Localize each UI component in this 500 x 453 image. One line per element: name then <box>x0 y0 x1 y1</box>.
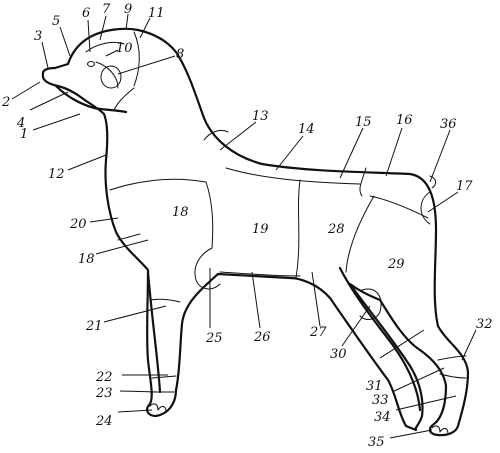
label-15: 15 <box>355 115 372 130</box>
label-14: 14 <box>298 122 315 137</box>
label-2: 2 <box>1 95 10 110</box>
label-28: 28 <box>327 222 345 237</box>
label-32: 32 <box>476 317 493 332</box>
belly-line <box>219 271 301 277</box>
label-23: 23 <box>95 386 113 401</box>
label-13: 13 <box>252 109 269 124</box>
label-5: 5 <box>52 14 60 29</box>
label-25: 25 <box>205 331 223 346</box>
label-34: 34 <box>374 410 391 425</box>
thigh-line <box>369 195 429 219</box>
ear-line <box>85 41 125 53</box>
label-18-chest: 18 <box>78 252 95 267</box>
region-numbers: 1 2 3 4 5 6 7 8 9 10 11 12 13 14 15 16 1… <box>1 2 493 450</box>
label-20: 20 <box>69 217 87 232</box>
label-18-shoulder: 18 <box>172 205 189 220</box>
cheek-line <box>95 61 119 89</box>
rear-paw-toes <box>431 425 449 435</box>
front-leg-outline <box>146 270 162 394</box>
label-12: 12 <box>48 167 65 182</box>
nape-line <box>113 87 135 111</box>
label-31: 31 <box>366 379 383 394</box>
label-16: 16 <box>396 113 413 128</box>
label-6: 6 <box>82 6 90 21</box>
label-19: 19 <box>252 222 269 237</box>
hip-circle <box>420 191 431 225</box>
label-27: 27 <box>309 325 327 340</box>
label-29: 29 <box>387 257 405 272</box>
label-9: 9 <box>124 2 132 17</box>
front-paw-toes <box>149 403 167 413</box>
label-3: 3 <box>34 29 42 44</box>
label-8: 8 <box>176 47 184 62</box>
label-1: 1 <box>20 127 28 142</box>
rear-pastern-line <box>439 373 467 379</box>
loin-line <box>359 167 367 197</box>
tail-tip <box>429 175 437 189</box>
label-10: 10 <box>116 41 133 56</box>
back-line <box>225 167 361 185</box>
label-11: 11 <box>148 6 165 21</box>
forearm-line <box>149 298 181 303</box>
shoulder-back-line <box>205 181 214 249</box>
label-26: 26 <box>253 330 271 345</box>
label-22: 22 <box>95 370 113 385</box>
label-33: 33 <box>372 393 389 408</box>
label-21: 21 <box>85 319 103 334</box>
withers-line <box>203 129 229 141</box>
ribs-line <box>295 179 301 279</box>
thigh-curve <box>345 195 375 273</box>
elbow-curve <box>194 247 221 290</box>
label-24: 24 <box>95 414 113 429</box>
lower-jaw-outline <box>54 84 128 114</box>
label-17: 17 <box>456 179 473 194</box>
shoulder-top-line <box>109 178 207 191</box>
leader-lines <box>11 13 477 439</box>
label-36: 36 <box>440 117 457 132</box>
label-7: 7 <box>102 2 111 17</box>
chest-line <box>117 233 141 241</box>
pastern-line <box>151 375 177 379</box>
label-30: 30 <box>330 347 347 362</box>
cheek-circle <box>100 65 122 89</box>
eye-shape <box>87 61 95 67</box>
stifle-circle <box>359 288 382 320</box>
hind-leg-front-outline <box>338 266 422 412</box>
skull-line <box>133 31 140 87</box>
label-35: 35 <box>368 435 385 450</box>
label-4: 4 <box>16 116 25 131</box>
